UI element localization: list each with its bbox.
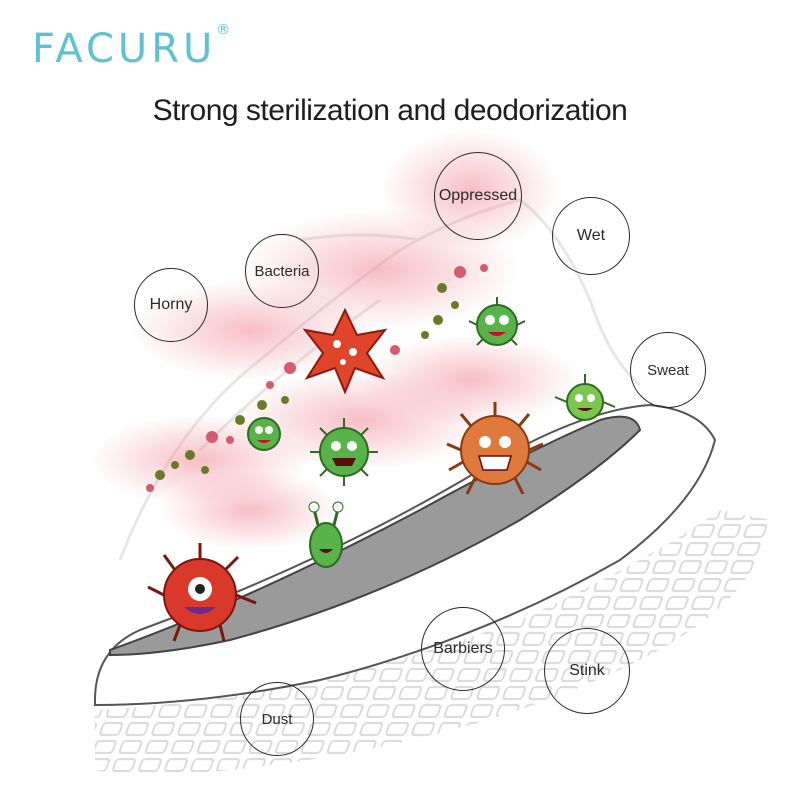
label-horny: Horny xyxy=(134,268,208,342)
green-germ-icon xyxy=(310,418,378,486)
brand-name: FACURU xyxy=(32,26,217,72)
label-bacteria: Bacteria xyxy=(245,234,319,308)
green-germ-icon xyxy=(247,417,281,451)
brand-logo: FACURU® xyxy=(32,22,230,72)
red-germ-icon xyxy=(147,543,257,642)
label-sweat: Sweat xyxy=(630,332,706,408)
label-wet: Wet xyxy=(552,197,630,275)
label-dust: Dust xyxy=(240,682,314,756)
tall-green-germ-icon xyxy=(308,501,344,568)
particles xyxy=(146,264,488,492)
red-star-germ-icon xyxy=(302,307,388,395)
green-germ-icon xyxy=(554,374,616,421)
page-title: Strong sterilization and deodorization xyxy=(152,94,628,127)
green-germ-icon xyxy=(468,297,526,346)
orange-germ-icon xyxy=(446,402,544,495)
label-oppressed: Oppressed xyxy=(434,152,522,240)
label-barbiers: Barbiers xyxy=(421,607,505,691)
registered-mark: ® xyxy=(216,21,231,38)
label-stink: Stink xyxy=(544,628,630,714)
